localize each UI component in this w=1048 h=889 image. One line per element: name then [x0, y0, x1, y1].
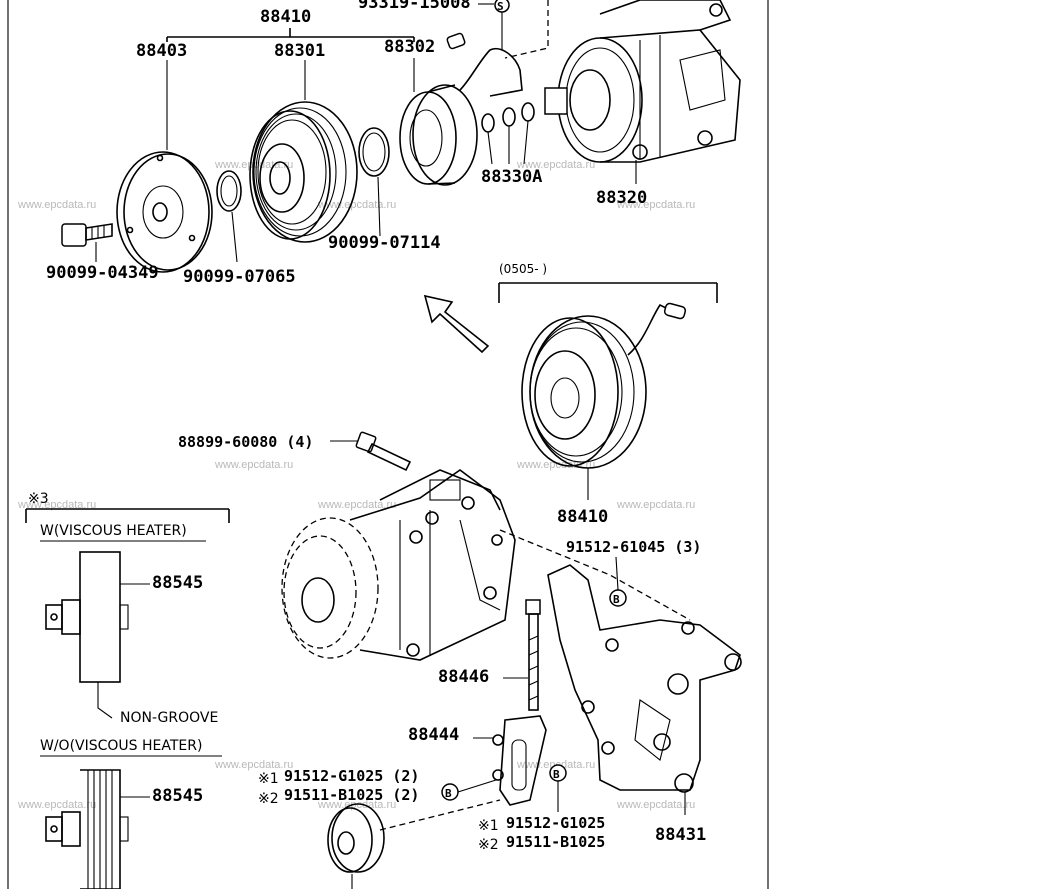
svg-text:B: B	[613, 593, 620, 606]
part-number-90099-04349: 90099-04349	[46, 263, 159, 283]
svg-text:S: S	[497, 0, 504, 13]
part-number-88301: 88301	[274, 41, 325, 61]
direction-arrow-icon	[423, 294, 490, 354]
watermark: www.epcdata.ru	[616, 799, 695, 811]
watermark: www.epcdata.ru	[616, 199, 695, 211]
watermark: www.epcdata.ru	[317, 499, 396, 511]
watermark: www.epcdata.ru	[17, 499, 96, 511]
note-mark-1: ※1	[478, 818, 499, 834]
part-number-88410-top: 88410	[260, 7, 311, 27]
part-number-88446: 88446	[438, 667, 489, 687]
compressor-88320	[544, 0, 741, 184]
watermark: www.epcdata.ru	[516, 159, 595, 171]
stator-coil-88302	[399, 32, 523, 186]
note-mark-3: ※3	[28, 491, 49, 507]
watermark: www.epcdata.ru	[616, 499, 695, 511]
date-range-note: (0505- )	[499, 262, 547, 276]
note-mark-2: ※2	[478, 837, 499, 853]
watermark: www.epcdata.ru	[516, 459, 595, 471]
part-number-88545-a: 88545	[152, 573, 203, 593]
pulley-88545-grooved	[45, 769, 150, 889]
part-number-88431: 88431	[655, 825, 706, 845]
clutch-assembly-88410	[521, 302, 687, 500]
snap-ring-90099-07065	[216, 170, 242, 263]
compressor-bracket-88431	[547, 564, 742, 815]
watermark: www.epcdata.ru	[317, 199, 396, 211]
part-number-93319: 93319-15008	[358, 0, 471, 13]
adjusting-bar-88444	[473, 715, 547, 806]
pulley-88545-non-groove	[45, 551, 150, 719]
pulley-88301	[249, 101, 358, 243]
watermark: www.epcdata.ru	[214, 459, 293, 471]
part-number-91512-g1025-2: 91512-G1025 (2)	[284, 767, 419, 785]
note-mark-1: ※1	[258, 771, 279, 787]
pressure-plate-88403	[116, 151, 213, 273]
label-with-viscous-heater: W(VISCOUS HEATER)	[40, 523, 187, 539]
watermark: www.epcdata.ru	[17, 799, 96, 811]
svg-text:B: B	[445, 787, 452, 800]
bolt-88899-60080	[355, 431, 412, 472]
viscous-heater-bracket	[25, 508, 230, 523]
part-number-88330a: 88330A	[481, 167, 542, 187]
shims-88330a	[481, 102, 535, 165]
part-number-88302: 88302	[384, 37, 435, 57]
note-mark-2: ※2	[258, 791, 279, 807]
watermark: www.epcdata.ru	[214, 759, 293, 771]
date-range-bracket	[498, 282, 718, 303]
part-number-88403: 88403	[136, 41, 187, 61]
part-number-90099-07114: 90099-07114	[328, 233, 441, 253]
part-number-88899-60080: 88899-60080 (4)	[178, 433, 313, 451]
svg-text:B: B	[553, 768, 560, 781]
snap-ring-90099-07114	[358, 127, 390, 237]
compressor-assembly	[281, 469, 516, 661]
part-number-88545-b: 88545	[152, 786, 203, 806]
stud-bolt-88446	[503, 599, 541, 711]
watermark: www.epcdata.ru	[317, 799, 396, 811]
part-number-91511-b1025-2: 91511-B1025 (2)	[284, 786, 419, 804]
bolt-90099-04349	[61, 223, 113, 262]
callout-b-icon	[609, 589, 627, 607]
clutch-group-bracket	[166, 28, 415, 42]
watermark: www.epcdata.ru	[17, 199, 96, 211]
part-number-88410-mid: 88410	[557, 507, 608, 527]
part-number-91512-g1025: 91512-G1025	[506, 814, 605, 832]
part-number-91512-61045: 91512-61045 (3)	[566, 538, 701, 556]
idler-pulley	[327, 803, 385, 889]
label-non-groove: NON-GROOVE	[120, 710, 218, 726]
part-number-90099-07065: 90099-07065	[183, 267, 296, 287]
part-number-88444: 88444	[408, 725, 459, 745]
part-number-88320: 88320	[596, 188, 647, 208]
watermarks: www.epcdata.ru www.epcdata.ru www.epcdat…	[17, 159, 695, 811]
label-without-viscous-heater: W/O(VISCOUS HEATER)	[40, 738, 202, 754]
part-number-91511-b1025: 91511-B1025	[506, 833, 605, 851]
